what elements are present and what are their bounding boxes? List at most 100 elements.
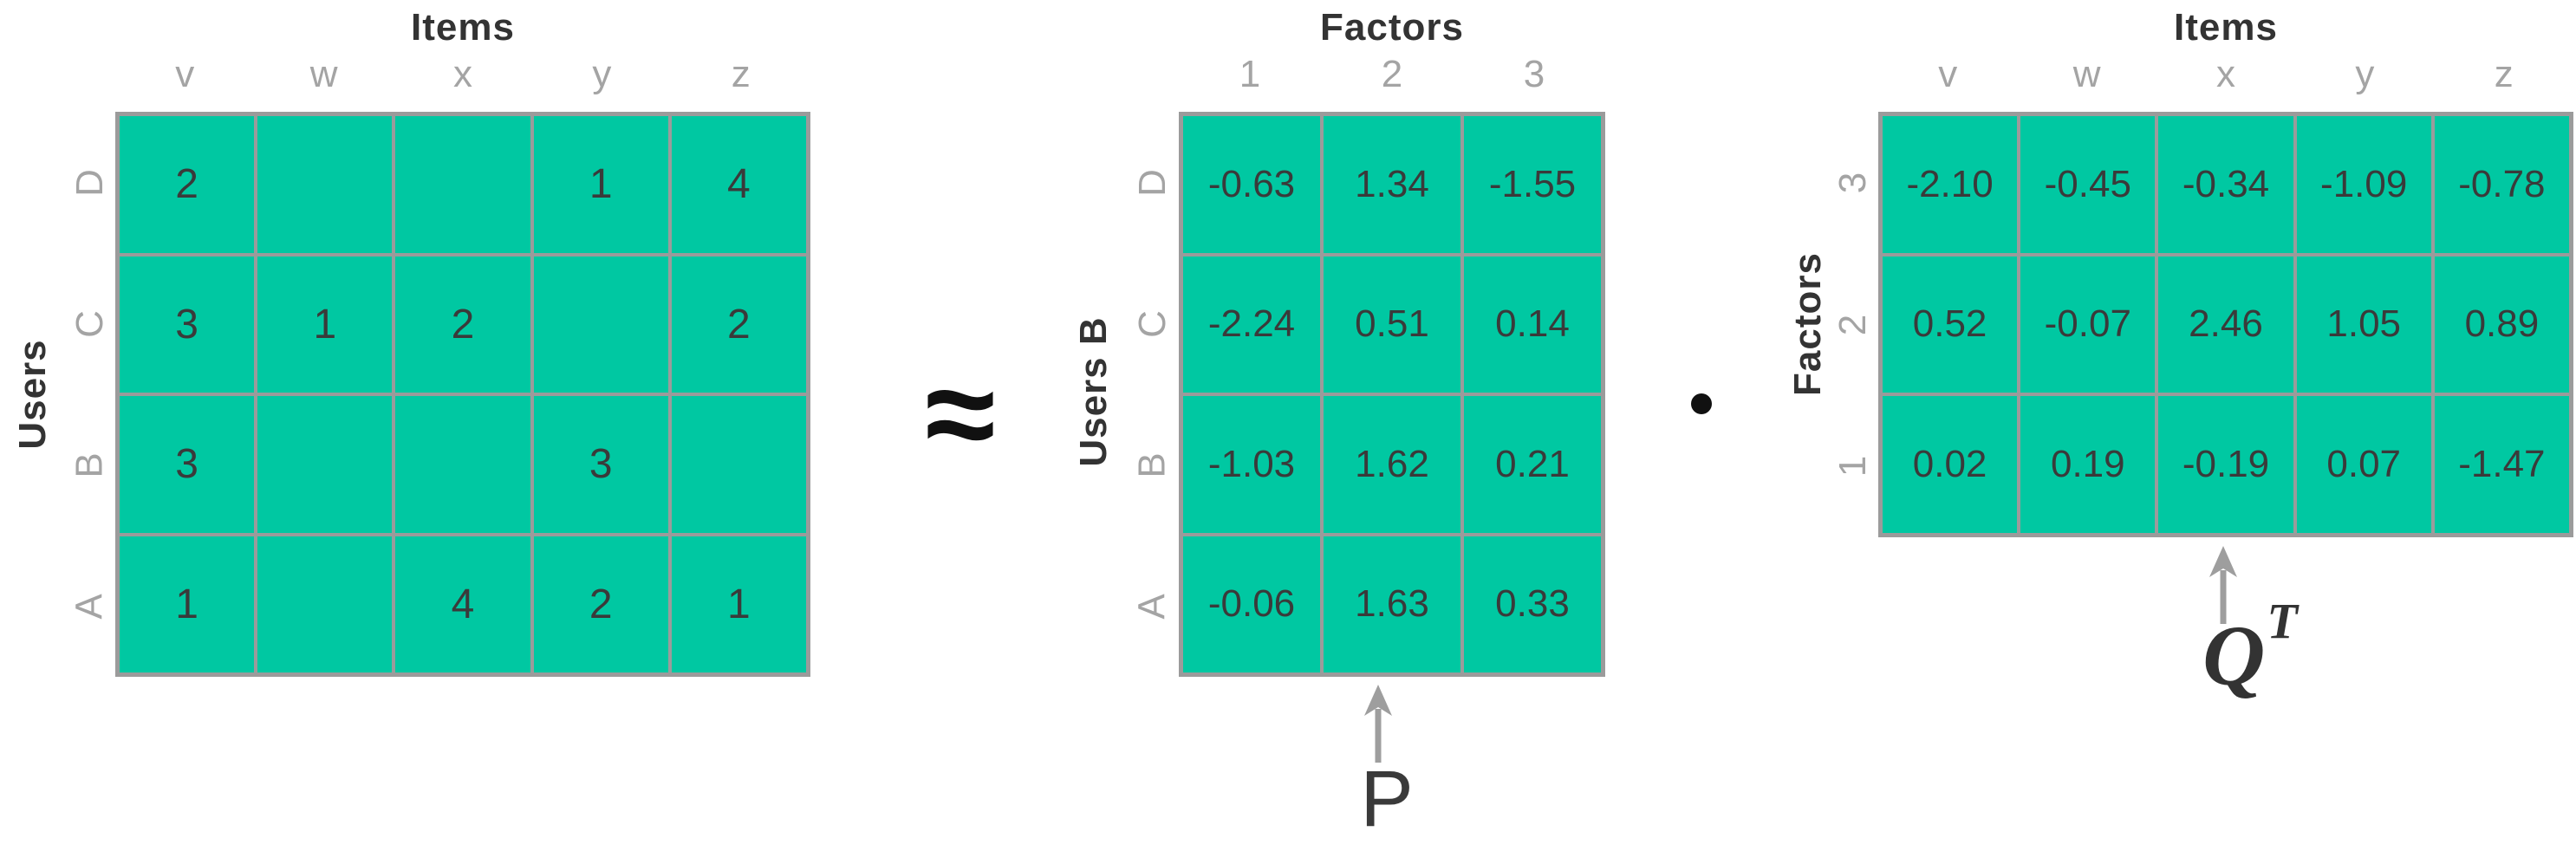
matrix-cell: -2.24: [1183, 256, 1320, 393]
matrix-cell: [533, 256, 668, 393]
column-label: w: [2072, 53, 2101, 95]
row-label-slot: C: [1131, 253, 1174, 394]
matrix-cell: [257, 536, 393, 672]
column-label: y: [592, 53, 612, 95]
row-label: 2: [1831, 314, 1874, 335]
p-row-labels: D C B A: [1130, 112, 1174, 677]
dot-product-symbol: [1691, 393, 1712, 414]
matrix-cell: 0.21: [1464, 396, 1601, 533]
column-label: 1: [1239, 53, 1261, 95]
p-axis-label: Users B: [1072, 316, 1115, 467]
up-arrow-icon: [1364, 685, 1392, 763]
matrix-cell: 1: [671, 536, 806, 672]
qt-caption-superscript: T: [2267, 593, 2298, 649]
qt-row-labels: 3 2 1: [1831, 112, 1874, 537]
row-label-slot: C: [68, 253, 111, 394]
qt-title: Items: [2174, 6, 2278, 49]
matrix-cell: -0.34: [2158, 116, 2293, 253]
row-label-slot: A: [1130, 536, 1174, 677]
matrix-cell: -0.63: [1183, 116, 1320, 253]
column-label: 2: [1381, 53, 1403, 95]
matrix-cell: 3: [120, 256, 255, 393]
row-label-slot: 3: [1831, 112, 1874, 254]
matrix-cell: -0.19: [2158, 396, 2293, 533]
matrix-cell: 1.63: [1324, 536, 1460, 672]
column-label: x: [2215, 53, 2235, 95]
ratings-column-labels: v w x y z: [115, 50, 810, 99]
matrix-cell: 0.14: [1464, 256, 1601, 393]
matrix-cell: -1.09: [2296, 116, 2431, 253]
matrix-cell: 1.34: [1324, 116, 1460, 253]
matrix-cell: -1.55: [1464, 116, 1601, 253]
column-label: x: [452, 53, 472, 95]
matrix-cell: 0.52: [1883, 256, 2018, 393]
matrix-cell: 3: [533, 396, 668, 533]
matrix-cell: -0.78: [2434, 116, 2569, 253]
matrix-cell: [671, 396, 806, 533]
column-label: 3: [1523, 53, 1545, 95]
column-label: w: [309, 53, 338, 95]
matrix-cell: 1: [533, 116, 668, 253]
up-arrow-icon: [2209, 546, 2237, 624]
row-label: 1: [1831, 455, 1874, 477]
matrix-cell: 0.89: [2434, 256, 2569, 393]
matrix-cell: 2: [671, 256, 806, 393]
matrix-cell: -0.45: [2020, 116, 2156, 253]
matrix-cell: -1.47: [2434, 396, 2569, 533]
matrix-cell: -0.07: [2020, 256, 2156, 393]
row-label-slot: D: [1131, 112, 1174, 253]
matrix-cell: 1.62: [1324, 396, 1460, 533]
matrix-cell: -1.03: [1183, 396, 1320, 533]
matrix-cell: [257, 116, 393, 253]
matrix-cell: 1: [120, 536, 255, 672]
qt-column-labels: v w x y z: [1878, 50, 2573, 99]
matrix-cell: 2: [395, 256, 530, 393]
matrix-cell: -2.10: [1883, 116, 2018, 253]
row-label: D: [68, 168, 111, 197]
row-label: A: [1130, 593, 1174, 620]
column-label: v: [1938, 53, 1958, 95]
matrix-cell: 0.33: [1464, 536, 1601, 672]
matrix-cell: 0.07: [2296, 396, 2431, 533]
row-label-slot: B: [68, 394, 111, 536]
matrix-cell: 1: [257, 256, 393, 393]
row-label: 3: [1831, 172, 1874, 194]
matrix-cell: -0.06: [1183, 536, 1320, 672]
row-label: C: [1131, 309, 1174, 338]
row-label-slot: 2: [1831, 254, 1874, 396]
row-label: C: [68, 309, 111, 338]
matrix-cell: 0.51: [1324, 256, 1460, 393]
row-label-slot: 1: [1831, 395, 1874, 537]
matrix-cell: 4: [395, 536, 530, 672]
ratings-axis-label: Users: [11, 339, 54, 450]
column-label: v: [175, 53, 195, 95]
row-label-slot: B: [1130, 394, 1174, 536]
matrix-cell: 1.05: [2296, 256, 2431, 393]
row-label: B: [1130, 451, 1174, 478]
column-label: z: [731, 53, 751, 95]
row-label: A: [68, 593, 111, 620]
matrix-cell: 4: [671, 116, 806, 253]
row-label-slot: A: [68, 536, 111, 677]
qt-axis-label: Factors: [1786, 252, 1829, 396]
row-label: D: [1131, 168, 1174, 197]
matrix-cell: 0.19: [2020, 396, 2156, 533]
column-label: z: [2494, 53, 2514, 95]
ratings-title: Items: [411, 6, 515, 49]
matrix-cell: 2: [533, 536, 668, 672]
approx-symbol: ≈: [925, 342, 996, 485]
matrix-cell: 2.46: [2158, 256, 2293, 393]
row-label-slot: D: [68, 112, 111, 253]
p-title: Factors: [1320, 6, 1464, 49]
matrix-cell: [395, 116, 530, 253]
matrix-cell: 3: [120, 396, 255, 533]
p-caption: P: [1360, 754, 1414, 843]
matrix-cell: [257, 396, 393, 533]
qt-caption-base: Q: [2202, 607, 2266, 704]
p-column-labels: 1 2 3: [1179, 50, 1605, 99]
column-label: y: [2355, 53, 2375, 95]
